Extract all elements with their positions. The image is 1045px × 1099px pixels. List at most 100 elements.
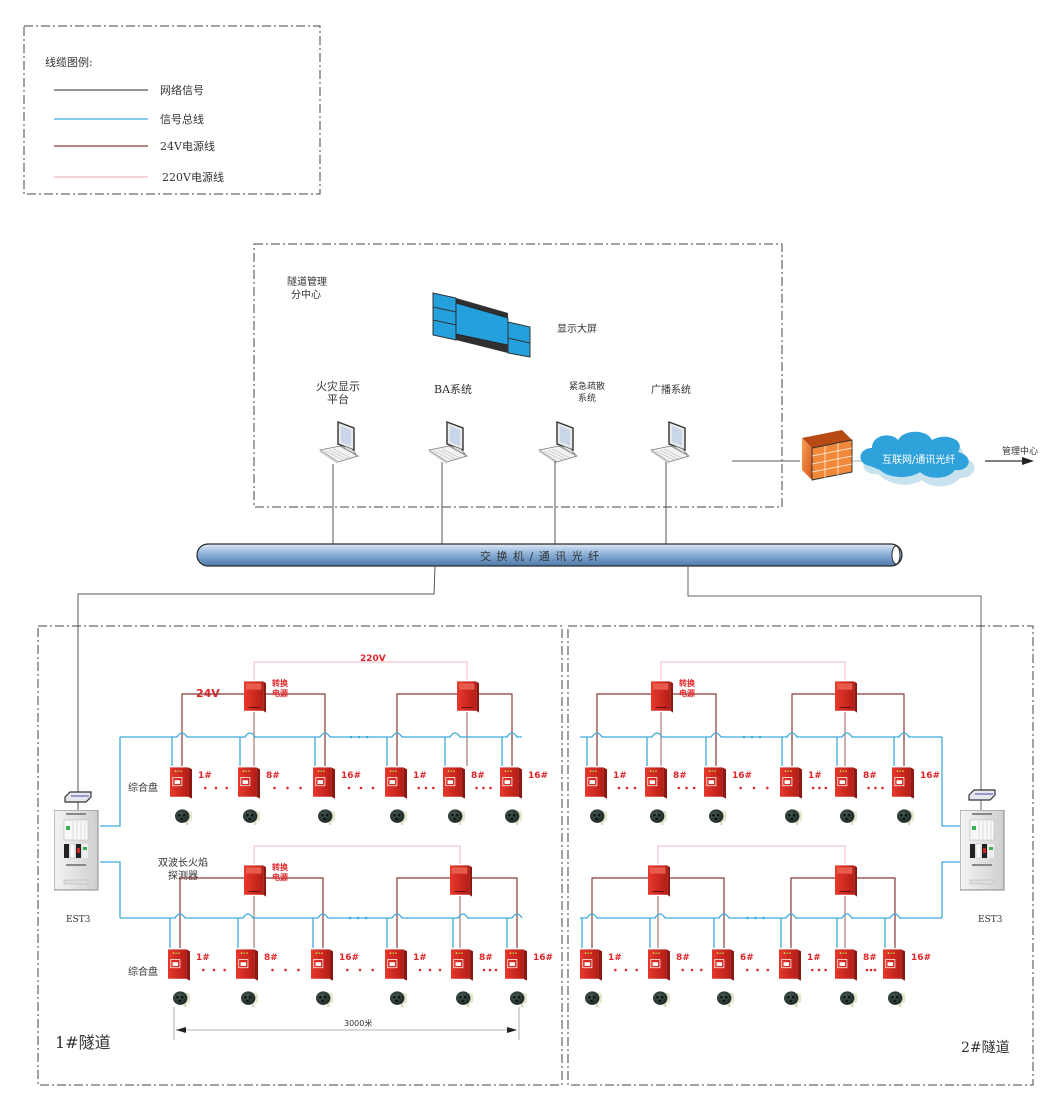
tunnel-2-row2-panel-icon[interactable] [648, 948, 670, 982]
tunnel-1-row1-flame-detector-icon[interactable] [505, 809, 523, 826]
tunnel-1-row2-ellipsis-dot [212, 968, 216, 972]
tunnel-1-row2-flame-detector-icon[interactable] [173, 991, 191, 1008]
tunnel-1-row1-panel-icon[interactable] [170, 766, 192, 800]
tunnel-1-row1-panel-icon[interactable] [313, 766, 335, 800]
tunnel-2-row1-flame-detector-icon[interactable] [709, 809, 727, 826]
tunnel-1-row1-panel-icon[interactable] [443, 766, 465, 800]
tunnel-1-row1-panel-icon[interactable] [385, 766, 407, 800]
backbone-pipe[interactable] [196, 543, 903, 567]
tunnel-1-frame [37, 625, 563, 1086]
tunnel-2-row2-flame-detector-icon[interactable] [653, 991, 671, 1008]
tunnel-1-row1-panel-tag: 16# [341, 771, 361, 781]
tunnel-1-row1-panel-label: 综合盘 [128, 781, 158, 794]
tunnel-2-row2-24v-line [857, 877, 896, 948]
tunnel-2-row2-ellipsis-dot [873, 968, 877, 972]
tunnel-2-row1-panel-icon[interactable] [585, 766, 607, 800]
tunnel-1-row2-ellipsis-dot [346, 968, 349, 972]
tunnel-1-row2-panel-icon[interactable] [451, 948, 473, 982]
tunnel-1-row2-power-supply-icon[interactable] [450, 865, 472, 897]
tunnel-2-row1-ellipsis-dot [881, 786, 884, 790]
management-subcenter: 隧道管理 分中心 显示大屏 火灾显示 平台 BA系统 紧急疏散 系统 广播系统 [253, 243, 783, 544]
tunnel-2-est3-controller-icon[interactable] [960, 810, 1005, 891]
tunnel-2-row2-panel-icon[interactable] [883, 948, 905, 982]
tunnel-1-220v-label: 220V [360, 654, 386, 664]
tunnel-1-row2-panel-icon[interactable] [385, 948, 407, 982]
tunnel-1-row1-flame-detector-icon[interactable] [175, 809, 193, 826]
distance-dimension [173, 1007, 520, 1040]
tunnel-2-row1-panel-icon[interactable] [835, 766, 857, 800]
tunnel-1-row2-psu-label-line2: 电源 [272, 872, 288, 882]
tunnel-2-row1-bus-gap-dot [742, 735, 746, 739]
tunnel-1-row2-ellipsis-dot [284, 968, 287, 972]
workstation-network-drops [332, 461, 667, 544]
tunnel-2-row1-power-supply-icon[interactable] [835, 681, 857, 713]
tunnel-2-row1-flame-detector-icon[interactable] [897, 809, 915, 826]
detector-label-line2: 探测器 [168, 869, 198, 882]
tunnel-2-row1-panel-icon[interactable] [892, 766, 914, 800]
tunnel-1-row2-flame-detector-icon[interactable] [316, 991, 334, 1008]
tunnel-2-row1-panel-icon[interactable] [645, 766, 667, 800]
tunnel-2-row2-panel-icon[interactable] [712, 948, 734, 982]
tunnel-2-row2-flame-detector-icon[interactable] [784, 991, 802, 1008]
tunnel-1-row2-panel-icon[interactable] [236, 948, 258, 982]
tunnel-2-row1-panel-icon[interactable] [704, 766, 726, 800]
workstation-ba-icon[interactable] [428, 421, 468, 465]
tunnel-1-row1-flame-detector-icon[interactable] [318, 809, 336, 826]
tunnel-1-row1-panel-icon[interactable] [500, 766, 522, 800]
tunnel-2-row1-flame-detector-icon[interactable] [840, 809, 858, 826]
network-link-tunnel-1 [77, 565, 436, 812]
tunnel-2-row1-flame-detector-icon[interactable] [785, 809, 803, 826]
tunnel-2-row2-ellipsis-dot [681, 968, 684, 972]
tunnel-2-row1-panel-icon[interactable] [780, 766, 802, 800]
tunnel-2-row1-power-supply-icon[interactable] [651, 681, 673, 713]
tunnel-1-row1-flame-detector-icon[interactable] [448, 809, 466, 826]
workstation-label-fire-line1: 火灾显示 [316, 379, 360, 393]
tunnel-1-row1-power-supply-icon[interactable] [457, 681, 479, 713]
tunnel-2-row2-panel-tag: 8# [676, 953, 690, 963]
tunnel-1-row1-ellipsis-dot [273, 786, 276, 790]
detector-label-line1: 双波长火焰 [158, 856, 208, 869]
tunnel-2-row2-ellipsis-dot [756, 968, 759, 972]
tunnel-2-row2-power-supply-icon[interactable] [648, 865, 670, 897]
tunnel-1-row1-panel-icon[interactable] [238, 766, 260, 800]
tunnel-1-est3-controller-icon[interactable] [54, 810, 99, 891]
tunnel-1-row1-flame-detector-icon[interactable] [243, 809, 261, 826]
tunnel-1-row2-flame-detector-icon[interactable] [510, 991, 528, 1008]
tunnel-1-row1-ellipsis-dot [359, 786, 363, 790]
tunnel-2-row2-panel-icon[interactable] [580, 948, 602, 982]
tunnel-2-row1-24v-line [791, 693, 835, 766]
tunnel-2-row1-flame-detector-icon[interactable] [650, 809, 668, 826]
tunnel-2-row2-panel-icon[interactable] [779, 948, 801, 982]
workstation-evacuation-icon[interactable] [538, 421, 578, 465]
tunnel-1-row2-bus-to-controller [100, 861, 121, 918]
tunnel-2-row2-ellipsis-dot [700, 968, 703, 972]
tunnel-1-row2-panel-icon[interactable] [311, 948, 333, 982]
tunnel-1-row2-flame-detector-icon[interactable] [456, 991, 474, 1008]
tunnel-1-row2-ellipsis-dot [494, 968, 498, 972]
tunnel-2-row2-flame-detector-icon[interactable] [717, 991, 735, 1008]
workstation-fire-display-icon[interactable] [319, 421, 359, 465]
tunnel-2-row2-panel-icon[interactable] [835, 948, 857, 982]
tunnel-1-row1-power-supply-icon[interactable] [244, 681, 266, 713]
tunnel-2-row2-flame-detector-icon[interactable] [888, 991, 906, 1008]
tunnel-2-name: 2#隧道 [961, 1040, 1010, 1056]
tunnel-1-row2-power-supply-icon[interactable] [244, 865, 266, 897]
tunnel-1-row1-flame-detector-icon[interactable] [390, 809, 408, 826]
tunnel-2-row1-ellipsis-dot [818, 786, 821, 790]
tunnel-1-row2-flame-detector-icon[interactable] [241, 991, 259, 1008]
tunnel-2-row2-ellipsis-dot [824, 968, 827, 972]
tunnel-2-row1-panel-tag: 16# [920, 771, 940, 781]
tunnel-2-row1-flame-detector-icon[interactable] [590, 809, 608, 826]
tunnel-1-row2-panel-icon[interactable] [505, 948, 527, 982]
tunnel-1-row1-220v-line [253, 661, 468, 680]
tunnel-2-row2-power-supply-icon[interactable] [835, 865, 857, 897]
tunnel-2-row2-flame-detector-icon[interactable] [585, 991, 603, 1008]
tunnel-1-row2-panel-icon[interactable] [168, 948, 190, 982]
tunnel-2-row2-signal-bus [580, 913, 942, 919]
tunnel-1-row1-ellipsis-dot [225, 786, 228, 790]
tunnel-1-row2-flame-detector-icon[interactable] [390, 991, 408, 1008]
workstation-broadcast-icon[interactable] [650, 421, 690, 465]
tunnel-2-row2-flame-detector-icon[interactable] [840, 991, 858, 1008]
tunnel-1-row2-psu-label-line1: 转换 [272, 862, 289, 872]
tunnel-2-row1-ellipsis-dot [625, 786, 629, 790]
